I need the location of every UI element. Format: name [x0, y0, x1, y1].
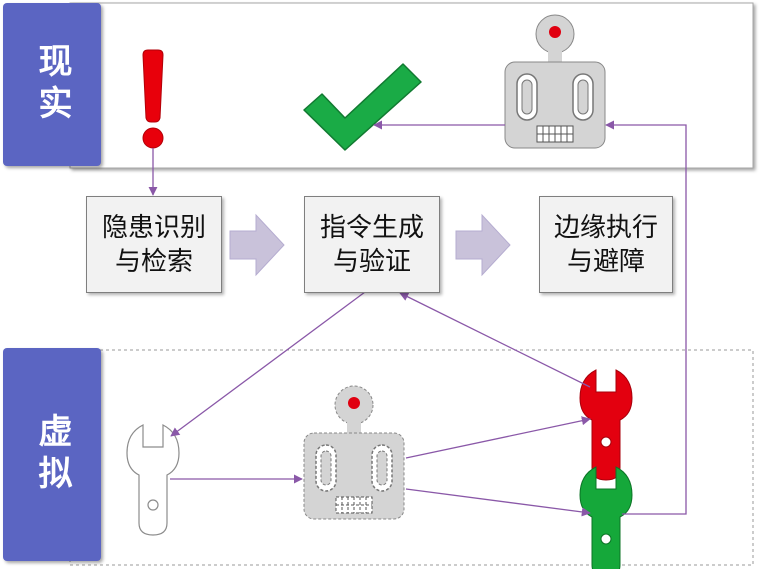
wrench-icon-green: [579, 466, 633, 569]
connector-red-to-step2: [399, 292, 591, 388]
connector-green-to-robot: [605, 120, 687, 515]
step-box-identify: 隐患识别 与检索: [86, 196, 222, 293]
connector-robot-to-green: [405, 488, 591, 517]
virtual-label: 虚拟: [3, 348, 101, 561]
checkmark-icon: [303, 63, 422, 151]
process-arrow-1: [229, 213, 285, 277]
wrench-icon-red: [579, 369, 633, 481]
step-generate-text: 指令生成 与验证: [319, 212, 424, 277]
step-identify-text: 隐患识别 与检索: [101, 212, 206, 277]
process-arrow-2: [455, 213, 511, 277]
exclamation-icon: [142, 49, 164, 149]
connector-step2-to-wrench: [170, 291, 366, 437]
virtual-label-text: 虚拟: [32, 412, 72, 497]
connectors: [148, 120, 687, 517]
step-box-execute: 边缘执行 与避障: [539, 196, 673, 293]
reality-label-text: 现实: [32, 42, 72, 127]
connector-robot-to-red: [405, 416, 591, 459]
wrench-icon-white: [126, 424, 180, 536]
step-execute-text: 边缘执行 与避障: [553, 212, 658, 277]
reality-label: 现实: [3, 3, 101, 166]
virtual-region: [69, 349, 754, 566]
step-box-generate: 指令生成 与验证: [304, 196, 440, 293]
